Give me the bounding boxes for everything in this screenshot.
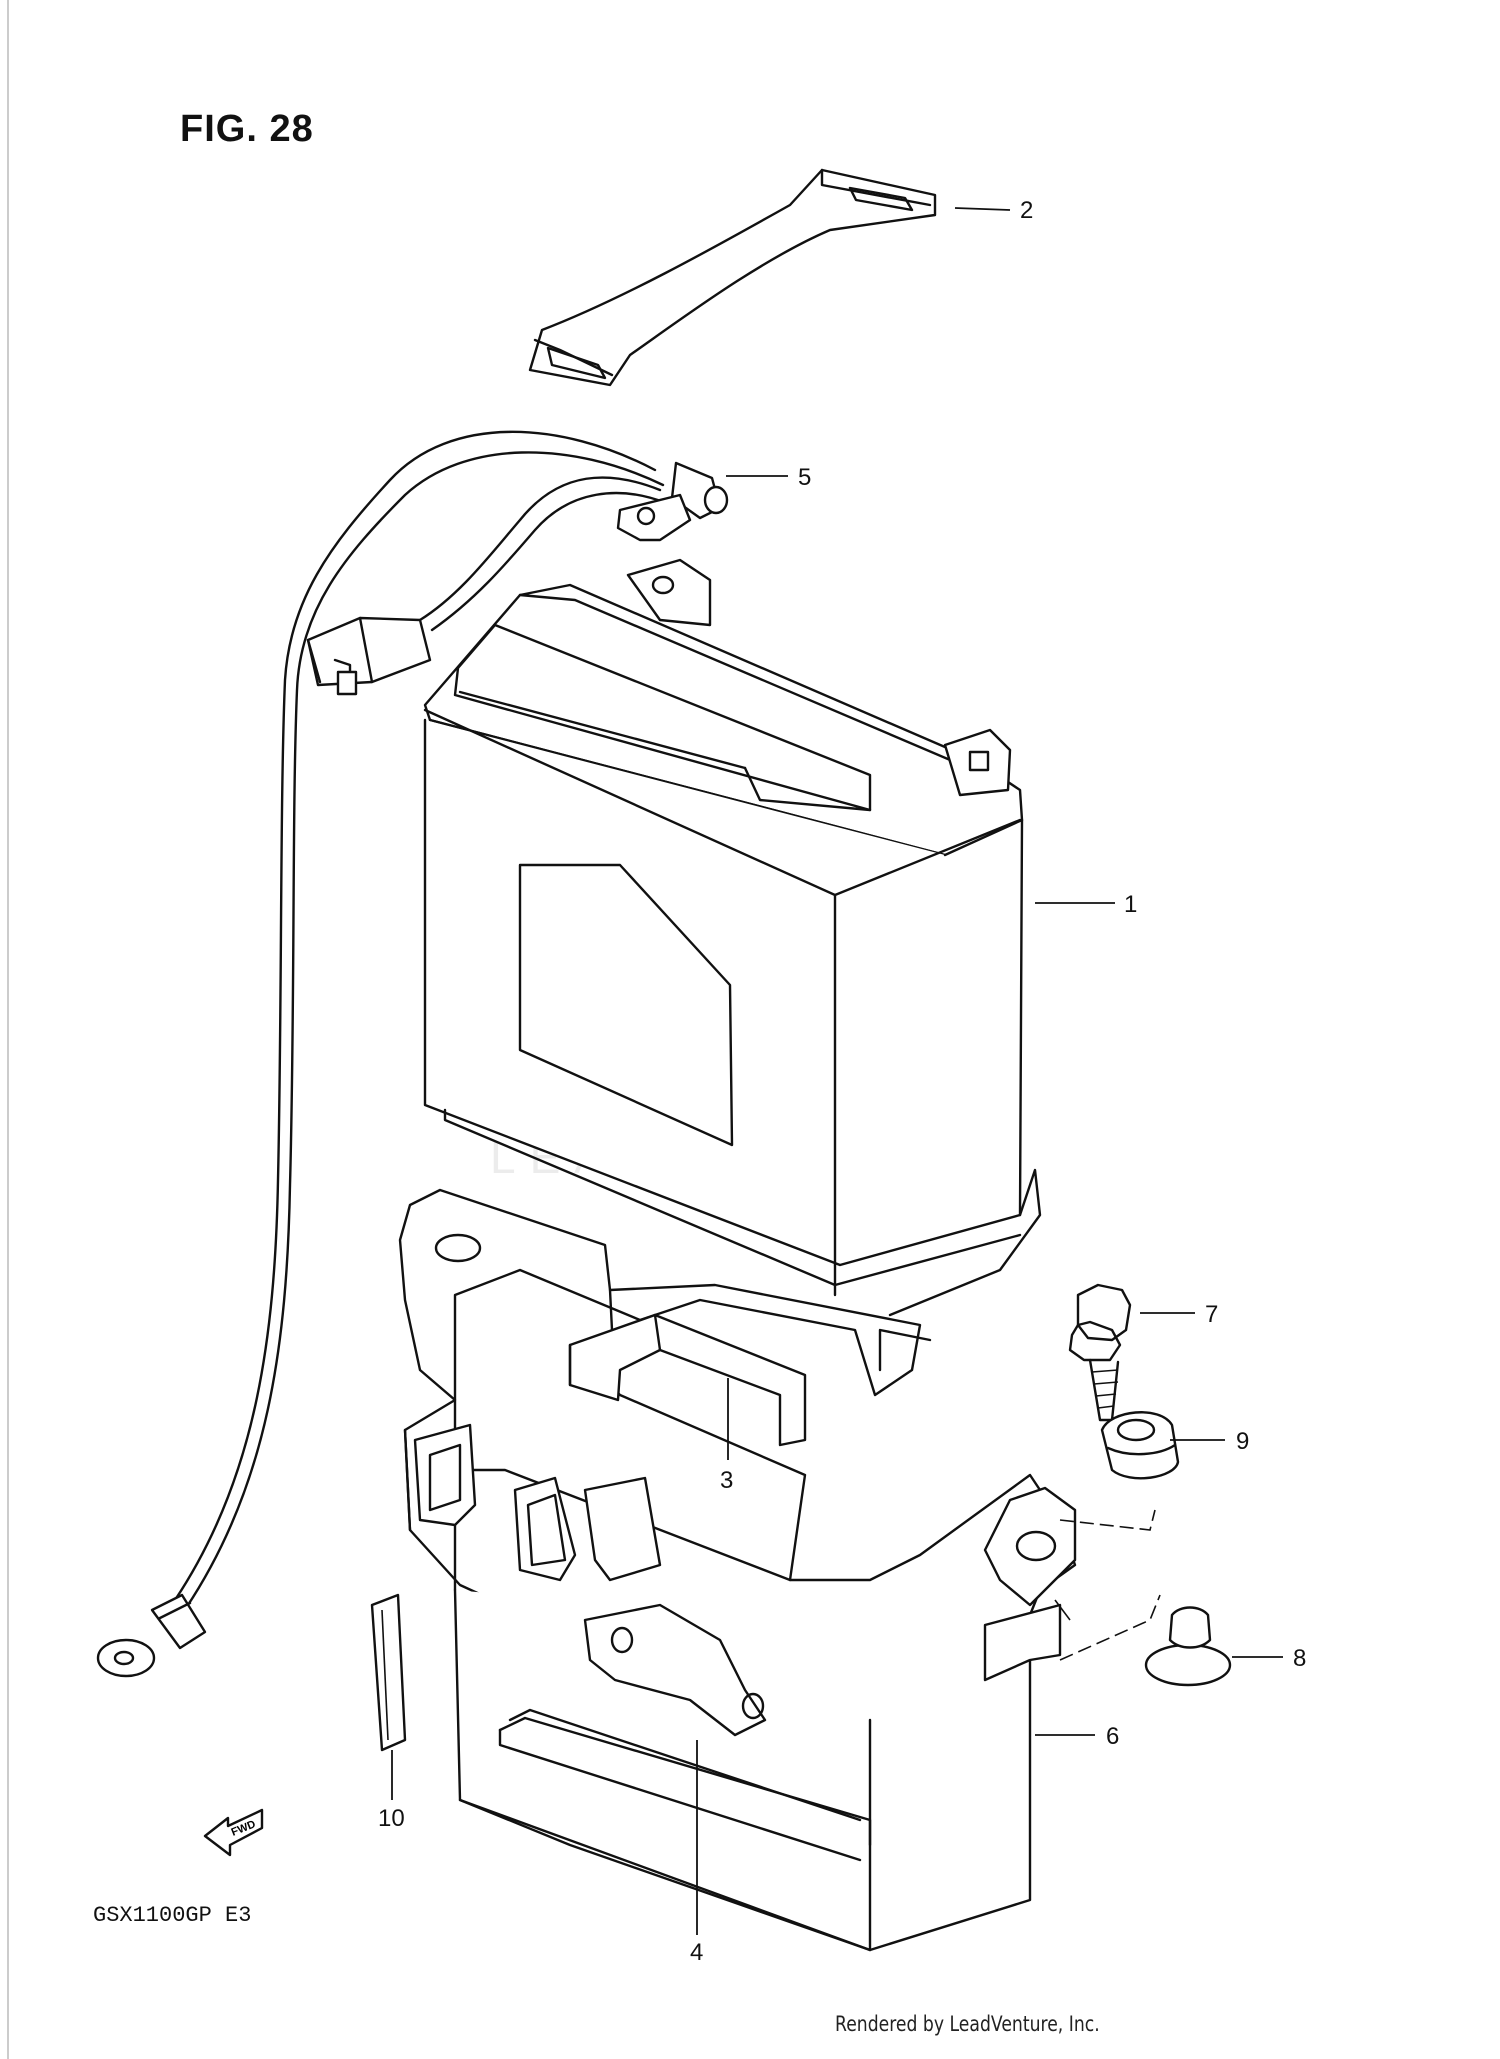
- callout-10: 10: [378, 1805, 405, 1832]
- callout-8: 8: [1293, 1645, 1306, 1672]
- battery-cable: [96, 430, 729, 1678]
- bolt-7: [1068, 1283, 1132, 1422]
- fwd-arrow-icon: FWD: [203, 1808, 264, 1857]
- battery: [423, 558, 1042, 1317]
- callout-4: 4: [690, 1939, 703, 1966]
- callout-numbers: 2 5 1 3 4 6 7 8 9 10: [378, 197, 1306, 1966]
- collar-8: [1144, 1606, 1232, 1687]
- figure-title: FIG. 28: [180, 108, 314, 150]
- callout-2: 2: [1020, 197, 1033, 224]
- cable-terminal-5: [616, 461, 729, 542]
- footer-credit: Rendered by LeadVenture, Inc.: [835, 2012, 1100, 2036]
- callout-1: 1: [1124, 891, 1137, 918]
- cushion-upper: [568, 1313, 807, 1447]
- cable-ring-terminal: [96, 1593, 207, 1678]
- cushion-lower: [508, 1708, 862, 1822]
- callout-7: 7: [1205, 1301, 1218, 1328]
- model-label: GSX1100GP E3: [93, 1903, 252, 1928]
- battery-strap: [528, 168, 937, 387]
- cable-connector: [306, 616, 432, 696]
- grommet-9: [1100, 1411, 1180, 1480]
- leader-lines: [391, 207, 1283, 1935]
- callout-5: 5: [798, 464, 811, 491]
- edge-trim-10: [370, 1593, 407, 1752]
- callout-6: 6: [1106, 1723, 1119, 1750]
- callout-9: 9: [1236, 1428, 1249, 1455]
- callout-3: 3: [720, 1467, 733, 1494]
- battery-holder-tray: [398, 1188, 1077, 1952]
